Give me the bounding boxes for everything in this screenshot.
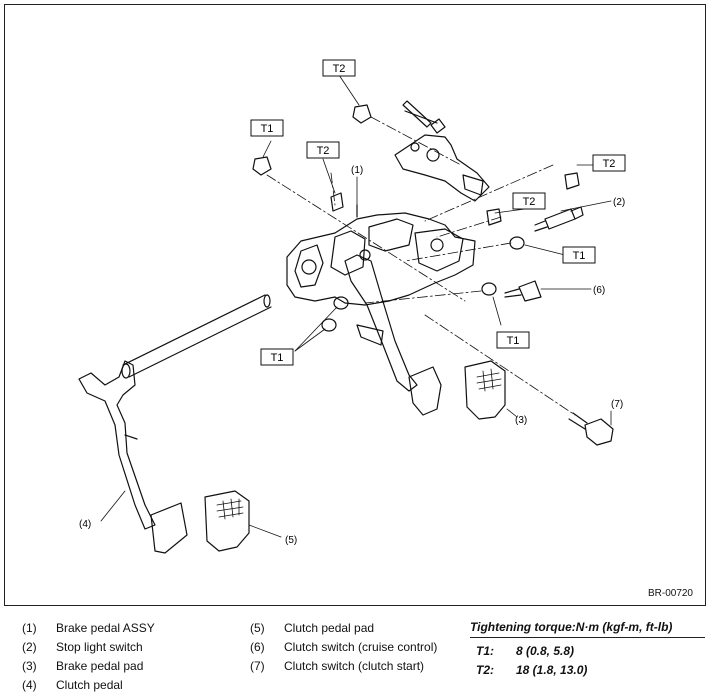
t2-tag-center: T2 xyxy=(512,192,546,210)
svg-text:T2: T2 xyxy=(523,196,536,208)
torque-tags: T2 T1 T2 T2 T2 T1 xyxy=(250,59,626,366)
legend-item: (7)Clutch switch (clutch start) xyxy=(250,658,425,673)
t2-tag-mid: T2 xyxy=(306,141,340,159)
pedal-assembly-drawing: T2 T1 T2 T2 T2 T1 xyxy=(78,59,626,554)
svg-text:T1: T1 xyxy=(271,352,284,364)
center-lines xyxy=(266,116,576,416)
figure-id: BR-00720 xyxy=(647,588,693,599)
legend-item: (2)Stop light switch xyxy=(22,639,143,654)
legend-column-1: (1)Brake pedal ASSY (2)Stop light switch… xyxy=(22,618,155,694)
callout-6: (6) xyxy=(593,285,605,296)
upper-bracket-shape xyxy=(394,100,490,202)
callout-3: (3) xyxy=(515,415,527,426)
t2-tag-right: T2 xyxy=(592,154,626,172)
stop-light-switch-shape xyxy=(534,206,584,232)
clutch-pedal-pad-shape xyxy=(204,490,250,552)
t1-tag-bottom-left: T1 xyxy=(260,348,294,366)
torque-table: Tightening torque:N·m (kgf-m, ft-lb) T1:… xyxy=(470,620,705,679)
callout-7: (7) xyxy=(611,399,623,410)
clutch-switch-start-shape xyxy=(568,412,614,446)
torque-row: T1:8 (0.8, 5.8) xyxy=(476,643,575,658)
t1-tag-lower: T1 xyxy=(496,331,530,349)
clutch-shaft xyxy=(121,294,272,379)
t2-tag-top: T2 xyxy=(322,59,356,77)
t1-tag-left: T1 xyxy=(250,119,284,137)
legend-item: (5)Clutch pedal pad xyxy=(250,620,375,635)
brake-pedal-assy-shape xyxy=(286,204,476,306)
torque-row: T2:18 (1.8, 13.0) xyxy=(476,662,588,677)
fasteners xyxy=(252,104,580,332)
t1-tag-right: T1 xyxy=(562,246,596,264)
svg-text:T1: T1 xyxy=(261,123,274,135)
svg-text:T2: T2 xyxy=(333,63,346,75)
legend-item: (3)Brake pedal pad xyxy=(22,658,144,673)
clutch-switch-cruise-shape xyxy=(504,280,542,302)
brake-pedal-pad-shape xyxy=(464,360,506,420)
legend-column-2: (5)Clutch pedal pad (6)Clutch switch (cr… xyxy=(250,618,437,675)
callout-2: (2) xyxy=(613,197,625,208)
diagram-frame: T2 T1 T2 T2 T2 T1 xyxy=(4,4,706,606)
torque-header: Tightening torque:N·m (kgf-m, ft-lb) xyxy=(470,620,705,638)
svg-text:T1: T1 xyxy=(507,335,520,347)
brake-pedal-shape xyxy=(344,254,442,416)
leader-lines xyxy=(100,74,612,538)
callout-5: (5) xyxy=(285,535,297,546)
svg-text:T2: T2 xyxy=(603,158,616,170)
callout-1: (1) xyxy=(351,165,363,176)
legend-item: (6)Clutch switch (cruise control) xyxy=(250,639,438,654)
svg-text:T2: T2 xyxy=(317,145,330,157)
svg-text:T1: T1 xyxy=(573,250,586,262)
callouts: (1) (2) (3) (4) (5) (6) (7) xyxy=(79,165,625,546)
legend-item: (4)Clutch pedal xyxy=(22,677,123,692)
clutch-pedal-shape xyxy=(78,360,188,554)
callout-4: (4) xyxy=(79,519,91,530)
legend-item: (1)Brake pedal ASSY xyxy=(22,620,155,635)
